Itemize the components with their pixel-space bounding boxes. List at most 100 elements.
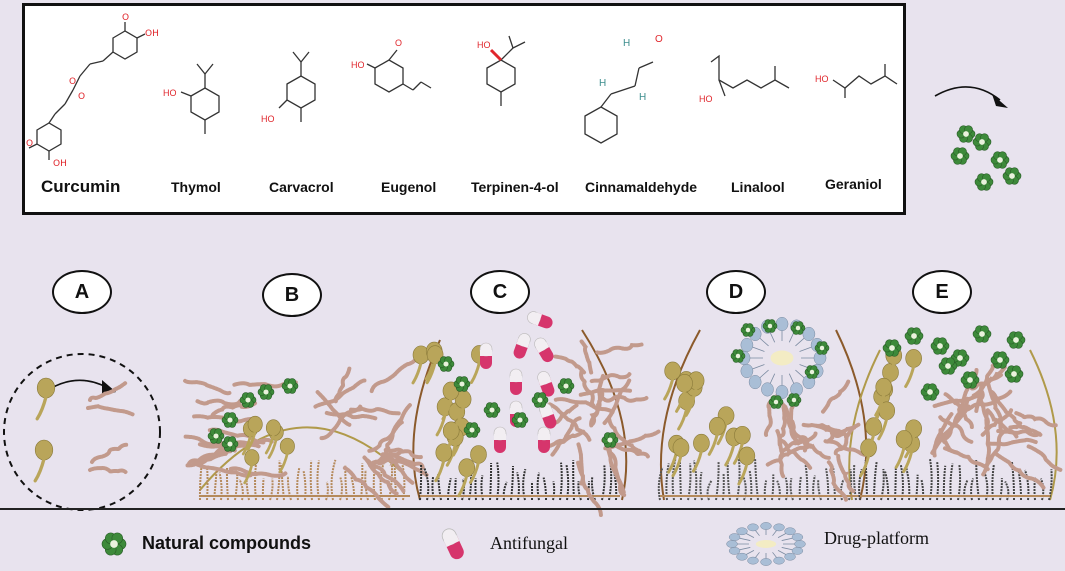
eugenol-structure — [366, 49, 432, 93]
stage-b-natural-compound — [239, 392, 257, 408]
stage-b-hypha — [315, 390, 352, 427]
stage-e-hypha — [1026, 444, 1063, 473]
stage-c-hypha — [552, 403, 579, 425]
cinnamaldehyde-hydrogen-2: H — [599, 78, 606, 89]
stage-e-natural-compound — [1006, 331, 1026, 349]
stage-e-hypha — [942, 446, 990, 472]
capsule-icon — [509, 368, 523, 395]
capsule-icon — [441, 528, 464, 560]
cinnamaldehyde-hydrogen-3: H — [639, 92, 646, 103]
compound-name-terpinen-4-ol: Terpinen-4-ol — [471, 179, 559, 195]
capsule-icon — [493, 426, 507, 453]
stage-c-natural-compound — [453, 376, 471, 392]
substrate-line — [0, 508, 1065, 510]
capsule-icon — [537, 426, 551, 453]
cluster-natural-compound — [974, 173, 994, 191]
stage-b-hypha — [228, 466, 288, 478]
stage-b-yeast-cell — [246, 415, 263, 451]
capsule-icon — [537, 371, 555, 397]
stage-e-yeast-cell — [877, 401, 896, 441]
stage-e-hypha — [987, 437, 1038, 447]
legend-natural-compounds: Natural compounds — [142, 533, 312, 553]
stage-d-hypha — [763, 398, 774, 437]
stage-d-left-boundary — [659, 329, 701, 501]
stage-e-right-boundary — [1029, 349, 1058, 501]
stage-c-hypha — [595, 342, 645, 355]
stage-c-hypha — [579, 368, 597, 408]
stage-c-hypha — [601, 394, 649, 403]
stage-a-yeast-cell — [35, 377, 56, 421]
stage-e-natural-compound — [972, 325, 992, 343]
stage-c-hypha — [553, 354, 587, 375]
stage-b-natural-compound — [221, 412, 239, 428]
stage-e-hypha — [1008, 424, 1043, 437]
legend-flower-shape — [101, 532, 127, 556]
stage-b-hypha — [381, 452, 425, 471]
stage-e-natural-compound — [1004, 365, 1024, 383]
stage-b-hypha — [349, 406, 401, 416]
stage-b-hypha — [383, 448, 415, 485]
stage-b-hypha — [324, 410, 378, 421]
carvacrol-structure — [278, 51, 316, 122]
stage-d-natural-compound — [740, 323, 756, 337]
stage-c-hypha — [540, 429, 586, 449]
stage-d-natural-compound — [768, 395, 784, 409]
thymol-hydroxyl: HO — [163, 88, 177, 98]
stage-e-hypha — [996, 429, 1042, 438]
cinnamaldehyde-oxygen: O — [655, 34, 663, 45]
stage-e-natural-compound — [930, 337, 950, 355]
stage-c-hypha — [579, 339, 594, 375]
curcumin-oxygen-mid2: O — [78, 92, 85, 102]
linalool-structure — [710, 54, 790, 97]
stage-b-hypha — [313, 378, 367, 409]
biofilm-layer — [33, 311, 1063, 518]
stage-c-natural-compound — [557, 378, 575, 394]
cinnamaldehyde-structure — [584, 61, 654, 144]
cluster-natural-compound — [1002, 167, 1022, 185]
flower-compound-icon — [101, 532, 127, 556]
stage-b-natural-compound — [207, 428, 225, 444]
stage-d-right-boundary — [835, 329, 868, 501]
stage-c-hypha — [553, 397, 615, 415]
stage-e-hypha — [989, 390, 1023, 426]
curved-arrow-icon — [934, 86, 1008, 108]
cluster-natural-compound — [950, 147, 970, 165]
stage-a-hypha — [86, 404, 135, 417]
stage-b-hypha — [192, 461, 253, 478]
stage-d-natural-compound — [804, 365, 820, 379]
stage-d-hypha — [825, 439, 874, 458]
stage-d-natural-compound — [762, 319, 778, 333]
stage-c-natural-compound — [483, 402, 501, 418]
capsule-icon — [479, 342, 493, 369]
stage-c-hypha — [607, 417, 642, 454]
stage-c-natural-compound — [601, 432, 619, 448]
stage-e-hypha — [974, 363, 995, 413]
stage-c-natural-compound — [531, 392, 549, 408]
compound-name-eugenol: Eugenol — [381, 179, 437, 195]
stage-c-right-boundary — [581, 329, 628, 501]
stage-d-natural-compound — [814, 341, 830, 355]
cluster-natural-compound — [972, 133, 992, 151]
stage-a-adhesion-circle — [3, 353, 161, 511]
linalool-hydroxyl: HO — [699, 94, 713, 104]
stage-e-natural-compound — [950, 349, 970, 367]
stage-d-drug-platform — [737, 316, 827, 400]
stage-b-natural-compound — [281, 378, 299, 394]
stage-d-hypha — [814, 423, 848, 439]
stage-d-yeast-cell — [675, 374, 693, 413]
stage-e-yeast-cell — [904, 349, 922, 388]
stage-c-hypha — [547, 402, 592, 442]
stage-b-hypha — [367, 420, 404, 453]
stage-d-yeast-cell — [663, 361, 681, 401]
stage-e-natural-compound — [920, 383, 940, 401]
stage-e-hypha — [994, 452, 1046, 491]
stage-label-a: A — [52, 270, 112, 314]
stage-d-hypha — [775, 429, 786, 479]
stage-label-d: D — [706, 270, 766, 314]
geraniol-structure — [832, 64, 898, 98]
natural-compound-cluster — [950, 125, 1022, 191]
stage-b-hypha — [183, 378, 233, 396]
carvacrol-hydroxyl: HO — [261, 114, 275, 124]
stage-a-yeast-cell — [33, 439, 54, 483]
